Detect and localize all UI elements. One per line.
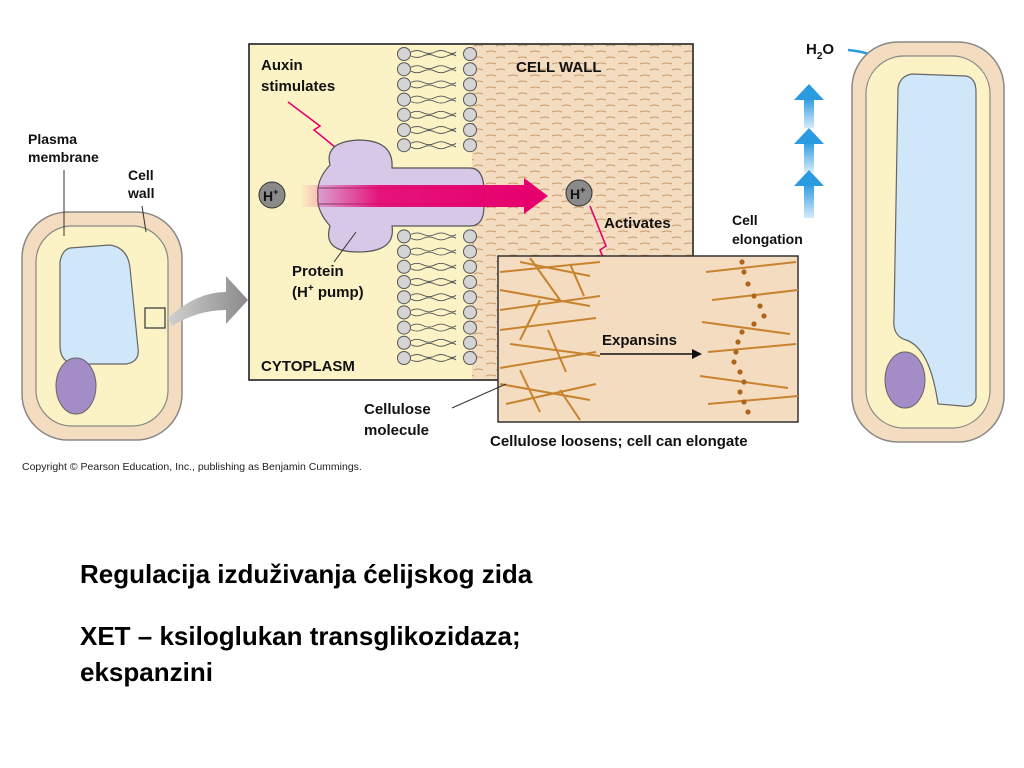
small-cell [21, 170, 183, 441]
slide-subtitle: XET – ksiloglukan transglikozidaza; eksp… [80, 621, 521, 687]
cytoplasm-label: CYTOPLASM [261, 358, 355, 375]
slide-title: Regulacija izduživanja ćelijskog zida [80, 559, 533, 589]
cell-elongation-diagram: Plasma membrane Cell wall Auxin stimulat… [21, 41, 1005, 473]
large-vacuole [893, 73, 977, 407]
h-ion-left: H+ [258, 181, 286, 209]
expansins-label: Expansins [602, 332, 677, 349]
proton-arrow-shaft [300, 185, 526, 207]
large-nucleus [884, 351, 926, 409]
h-ion-right: H+ [565, 179, 593, 207]
auxin-label: Auxin stimulates [261, 57, 335, 95]
cellulose-label: Cellulose molecule [364, 401, 435, 439]
loosens-label: Cellulose loosens; cell can elongate [490, 433, 748, 450]
small-vacuole [59, 244, 139, 365]
cell-wall-header: CELL WALL [516, 59, 602, 76]
large-cell [851, 41, 1005, 443]
zoom-box [144, 307, 166, 329]
small-nucleus [55, 357, 97, 415]
lipid-bilayer [397, 47, 477, 365]
cellulose-inset [497, 255, 799, 423]
cell-elongation-label: Cell elongation [732, 212, 803, 247]
svg-text:H+: H+ [263, 187, 278, 204]
zoom-arrow [168, 276, 248, 326]
activates-label: Activates [604, 215, 671, 232]
protein-label: Protein (H+ pump) [292, 263, 364, 301]
auxin-signal [287, 101, 347, 157]
cell-wall-small-label: Cell wall [127, 167, 158, 201]
svg-text:H+: H+ [570, 185, 585, 202]
water-label: H2O [806, 41, 834, 62]
elongation-arrows [794, 84, 824, 218]
copyright: Copyright © Pearson Education, Inc., pub… [22, 461, 362, 473]
plasma-membrane-label: Plasma membrane [28, 131, 99, 165]
proton-arrow-head [524, 178, 548, 214]
